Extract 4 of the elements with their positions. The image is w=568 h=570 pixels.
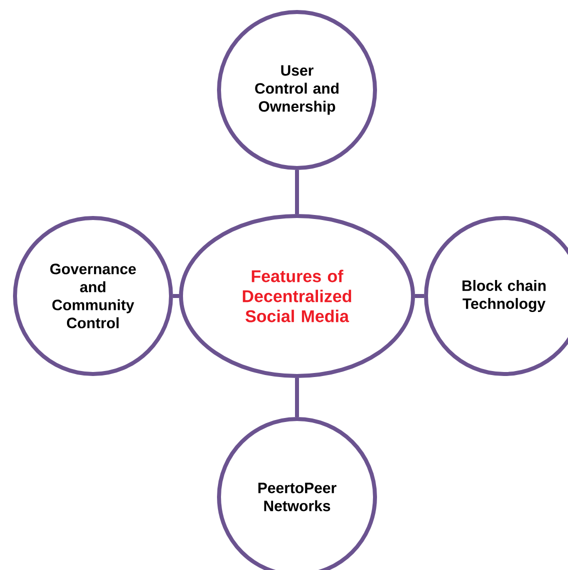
connector-line (173, 294, 179, 298)
connector-line (295, 378, 299, 417)
connector-line (295, 170, 299, 214)
connector-line (415, 294, 424, 298)
